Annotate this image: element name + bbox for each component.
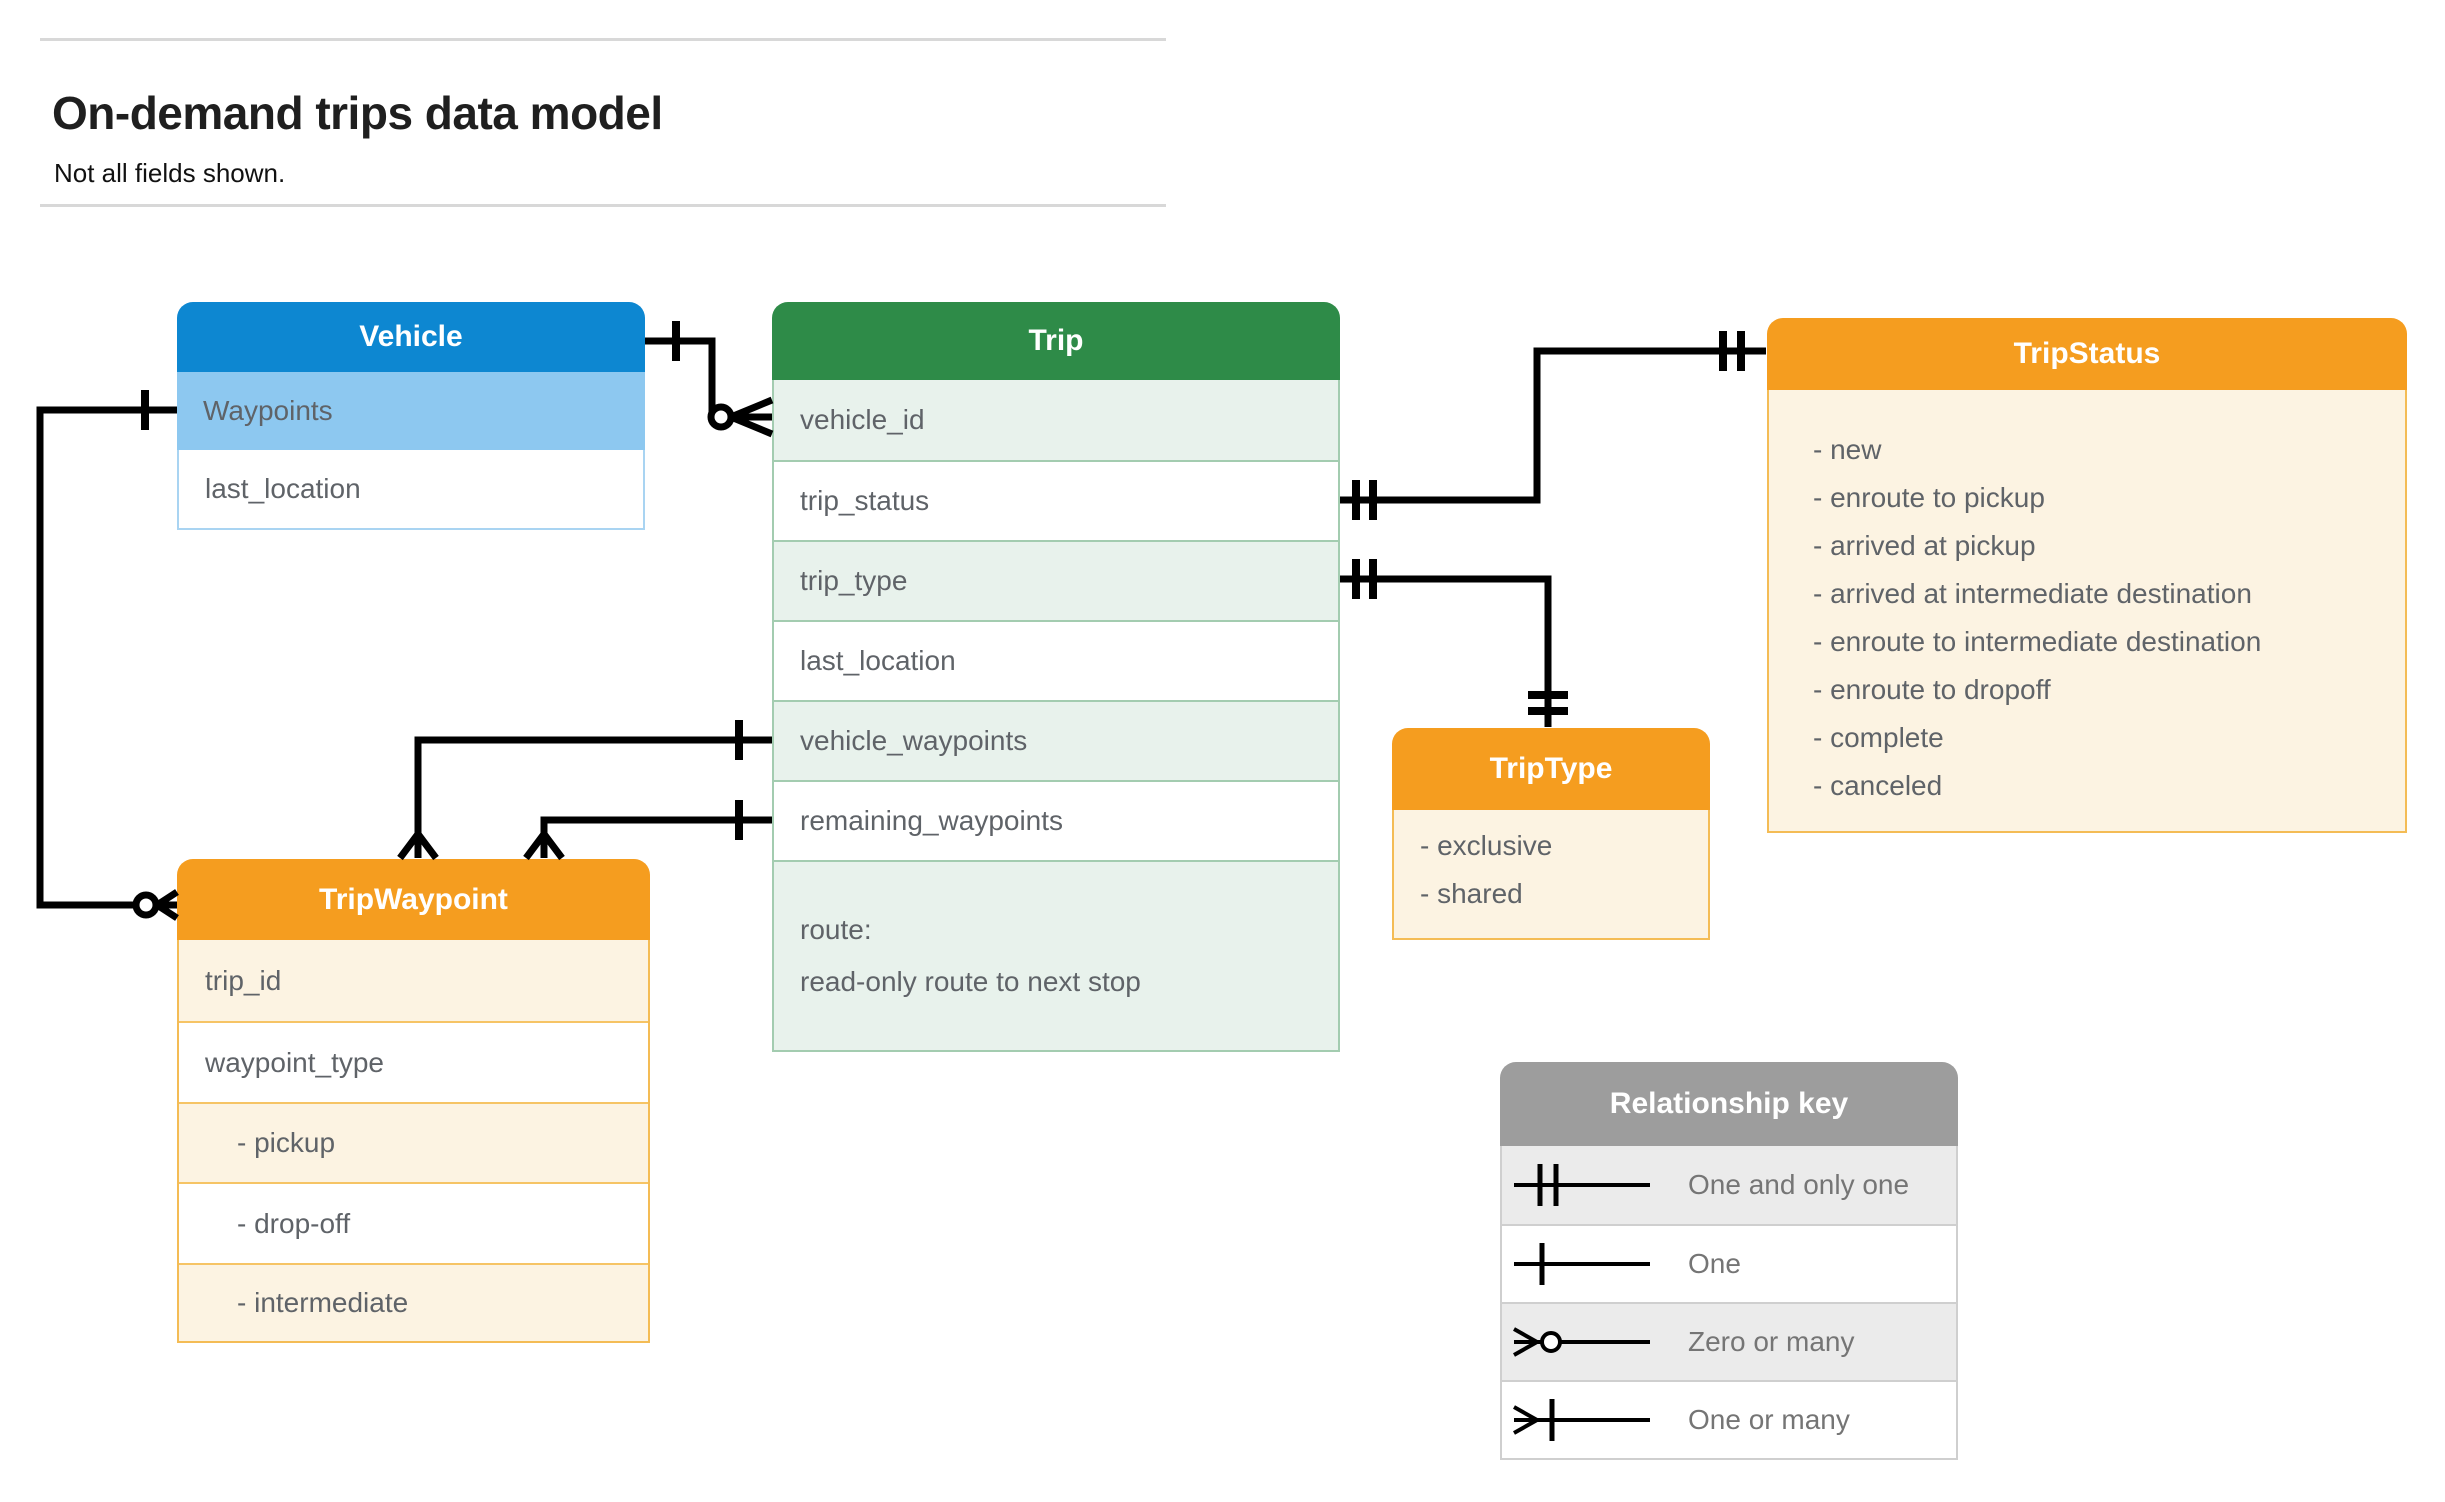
trip-table-title: Trip (772, 302, 1340, 380)
legend-label: One or many (1688, 1404, 1850, 1435)
trip-table: Trip vehicle_id trip_status trip_type la… (772, 302, 1340, 1052)
trip-waypoint-row-intermediate: - intermediate (179, 1263, 648, 1341)
legend-row-one: One (1502, 1224, 1956, 1302)
connector-vehicle-waypoints-to-tripwaypoint (397, 720, 772, 861)
trip-waypoint-table: TripWaypoint trip_id waypoint_type - pic… (177, 859, 650, 1343)
connector-vehicle-to-trip (645, 321, 774, 438)
trip-waypoint-table-title: TripWaypoint (177, 859, 650, 940)
trip-status-item: - new (1813, 434, 1882, 465)
trip-waypoint-row-trip-id: trip_id (179, 940, 648, 1021)
trip-status-table: TripStatus - new - enroute to pickup - a… (1767, 318, 2407, 833)
trip-row-trip-status: trip_status (774, 460, 1338, 540)
page-subtitle: Not all fields shown. (54, 158, 286, 188)
one-icon (1514, 1243, 1650, 1285)
trip-waypoint-row-waypoint-type: waypoint_type (179, 1021, 648, 1102)
trip-status-table-title: TripStatus (1767, 318, 2407, 390)
page-title: On-demand trips data model (52, 87, 663, 139)
relationship-key: Relationship key One and only one One (1500, 1062, 1958, 1460)
trip-type-table-title: TripType (1392, 728, 1710, 810)
trip-status-item: - enroute to intermediate destination (1813, 626, 2262, 657)
trip-type-table: TripType - exclusive - shared (1392, 728, 1710, 940)
trip-waypoint-row-drop-off: - drop-off (179, 1182, 648, 1263)
vehicle-row-last-location: last_location (177, 450, 645, 530)
connector-trip-status-to-tripstatus (1340, 331, 1766, 520)
trip-status-item: - canceled (1813, 770, 1943, 801)
vehicle-row-waypoints: Waypoints (177, 372, 645, 450)
trip-route-label: route: (800, 914, 872, 945)
legend-label: One and only one (1688, 1169, 1910, 1200)
trip-row-last-location: last_location (774, 620, 1338, 700)
trip-row-vehicle-waypoints: vehicle_waypoints (774, 700, 1338, 780)
top-divider (40, 38, 1166, 41)
trip-type-item: - exclusive (1420, 830, 1553, 861)
trip-status-item: - complete (1813, 722, 1944, 753)
one-and-only-one-icon (1514, 1164, 1650, 1206)
legend-label: One (1688, 1248, 1741, 1279)
trip-route-description: read-only route to next stop (800, 966, 1141, 997)
trip-waypoint-row-pickup: - pickup (179, 1102, 648, 1182)
vehicle-table-title: Vehicle (177, 302, 645, 372)
trip-status-item: - arrived at intermediate destination (1813, 578, 2252, 609)
legend-row-zero-or-many: Zero or many (1502, 1302, 1956, 1380)
trip-status-item: - arrived at pickup (1813, 530, 2036, 561)
one-or-many-icon (1513, 1399, 1650, 1441)
connector-vehicle-waypoints-field-to-tripwaypoint (36, 390, 179, 921)
legend-row-one-or-many: One or many (1502, 1380, 1956, 1458)
zero-or-many-icon (1513, 1327, 1650, 1357)
legend-row-one-and-only-one: One and only one (1502, 1146, 1956, 1224)
trip-status-item: - enroute to pickup (1813, 482, 2045, 513)
trip-row-route: route: read-only route to next stop (774, 860, 1338, 1050)
vehicle-table: Vehicle Waypoints last_location (177, 302, 645, 530)
trip-row-remaining-waypoints: remaining_waypoints (774, 780, 1338, 860)
trip-status-item: - enroute to dropoff (1813, 674, 2051, 705)
connector-remaining-waypoints-to-tripwaypoint (523, 800, 772, 861)
connector-trip-type-to-triptype (1340, 559, 1568, 727)
title-bottom-divider (40, 204, 1166, 207)
trip-row-vehicle-id: vehicle_id (774, 380, 1338, 460)
trip-row-trip-type: trip_type (774, 540, 1338, 620)
trip-type-item: - shared (1420, 878, 1523, 909)
relationship-key-title: Relationship key (1500, 1062, 1958, 1146)
legend-label: Zero or many (1688, 1326, 1855, 1357)
